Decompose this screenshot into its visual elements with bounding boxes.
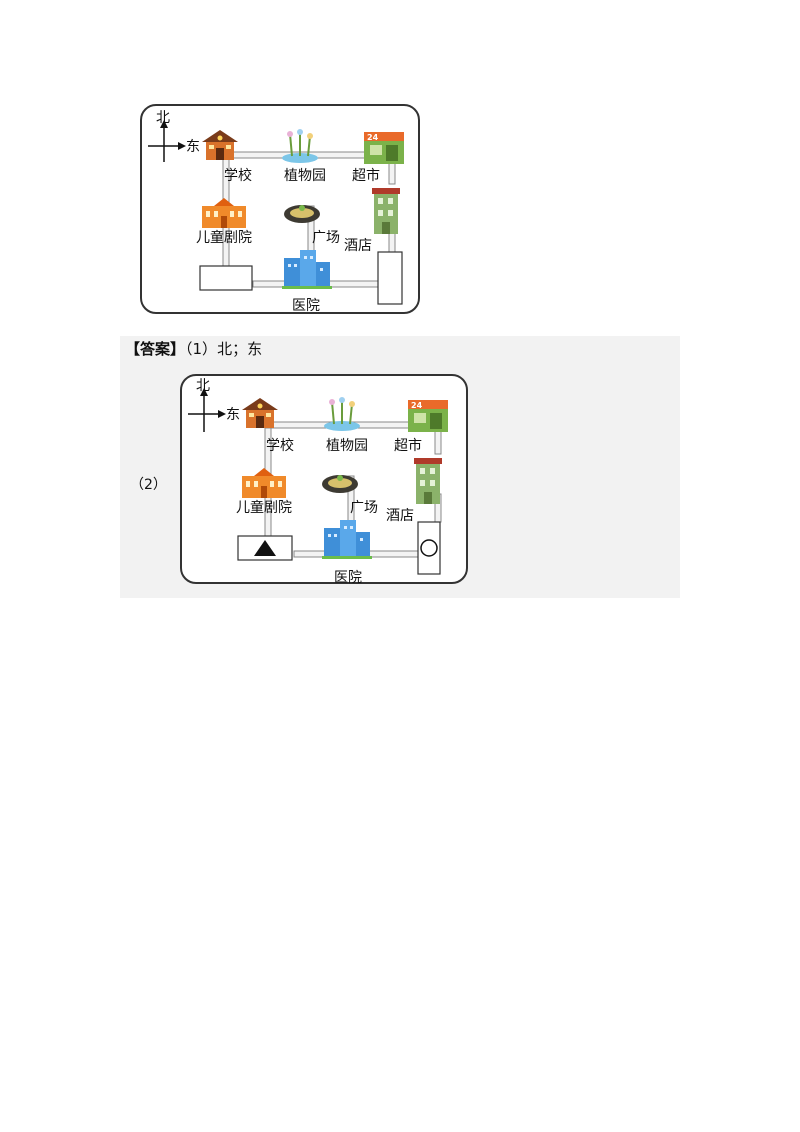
garden-icon: [324, 397, 360, 431]
compass-north-label: 北: [196, 378, 210, 394]
answer-map: 北 东 学校 植物园 24 超市: [180, 374, 468, 586]
theater-icon: [202, 198, 246, 228]
garden-icon: [282, 129, 318, 163]
answer-part1-text: 北；东: [217, 340, 263, 358]
answer-heading: 【答案】: [125, 340, 186, 358]
answer-part2-number: （2）: [130, 477, 167, 493]
market-sign: 24: [367, 133, 379, 142]
square-label: 广场: [350, 500, 378, 516]
hospital-icon: [322, 520, 372, 559]
question-map: 北 东 学校 植物园 24: [140, 104, 420, 314]
school-label: 学校: [266, 437, 294, 454]
theater-icon: [242, 468, 286, 498]
market-sign: 24: [411, 401, 423, 410]
compass-icon: [188, 388, 226, 432]
theater-label: 儿童剧院: [196, 229, 252, 246]
square-icon: [284, 205, 320, 223]
triangle-icon: [254, 540, 276, 556]
question-map-drawing: 北 东 学校 植物园 24: [148, 110, 404, 314]
compass-north-label: 北: [156, 110, 170, 126]
school-label: 学校: [224, 167, 252, 184]
garden-label: 植物园: [284, 168, 326, 184]
hotel-label: 酒店: [344, 238, 372, 254]
hospital-label: 医院: [334, 570, 362, 586]
hotel-icon: [372, 188, 400, 234]
school-icon: [202, 130, 238, 160]
supermarket-icon: 24: [408, 400, 448, 432]
hospital-icon: [282, 250, 332, 289]
square-icon: [322, 475, 358, 493]
square-label: 广场: [312, 230, 340, 246]
hotel-label: 酒店: [386, 508, 414, 524]
supermarket-label: 超市: [352, 167, 380, 184]
answer-part1-number: （1）: [185, 340, 218, 358]
answer-map-drawing: 北 东 学校 植物园 24 超市: [188, 378, 448, 586]
blank-box-right: [377, 251, 403, 305]
hospital-label: 医院: [292, 298, 320, 314]
compass-east-label: 东: [226, 407, 240, 423]
theater-label: 儿童剧院: [236, 499, 292, 516]
garden-label: 植物园: [326, 438, 368, 454]
supermarket-label: 超市: [394, 437, 422, 454]
supermarket-icon: 24: [364, 132, 404, 164]
circle-icon: [420, 539, 438, 557]
blank-box-left: [199, 265, 253, 291]
compass-east-label: 东: [186, 139, 200, 155]
compass-icon: [148, 120, 186, 162]
answer-line: 【答案】（1）北；东: [125, 338, 262, 359]
school-icon: [242, 398, 278, 428]
hotel-icon: [414, 458, 442, 504]
